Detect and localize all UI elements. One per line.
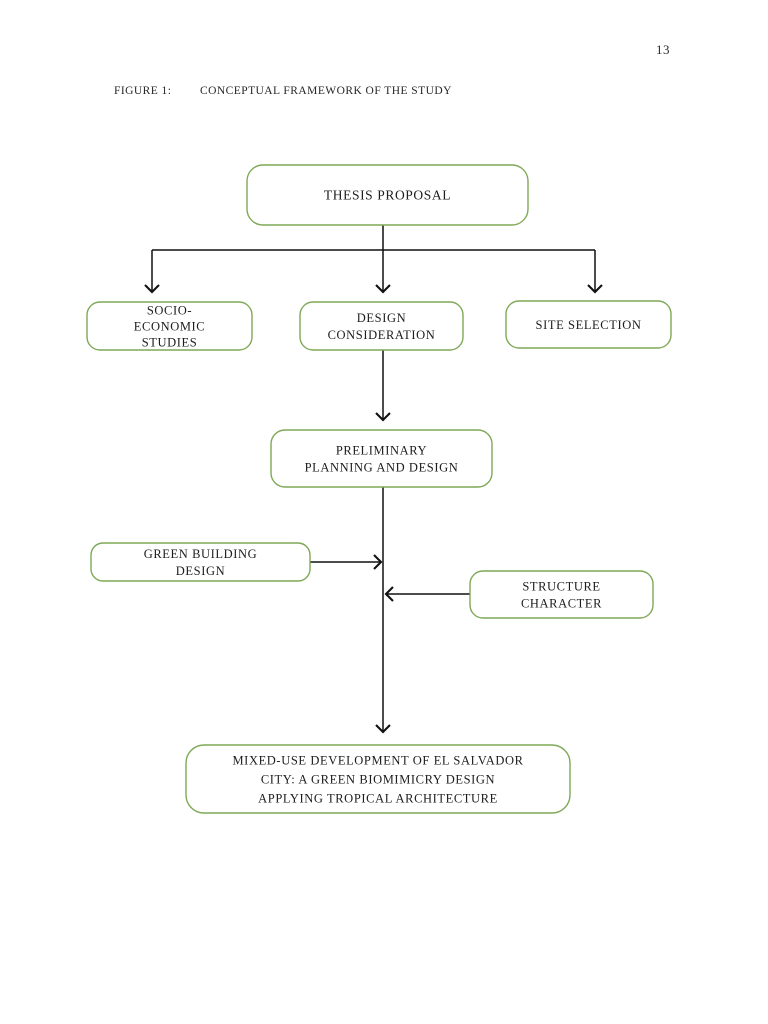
connector-branch-to-socio xyxy=(144,250,160,294)
node-box[interactable] xyxy=(270,429,493,488)
node-label: MIXED-USE DEVELOPMENT OF EL SALVADOR xyxy=(232,753,523,767)
arrow-head-icon xyxy=(587,284,603,294)
arrow-head-icon xyxy=(375,412,391,422)
node-box[interactable] xyxy=(185,744,571,814)
connector-branch-to-design xyxy=(375,250,391,294)
arrow-head-icon xyxy=(375,724,391,734)
node-box[interactable] xyxy=(86,301,253,351)
arrow-head-icon xyxy=(375,284,391,294)
arrow-head-icon xyxy=(384,586,394,602)
node-label: THESIS PROPOSAL xyxy=(324,188,451,203)
node-mixed-use-development[interactable]: MIXED-USE DEVELOPMENT OF EL SALVADOR CITY… xyxy=(185,744,571,814)
node-label: STRUCTURE xyxy=(522,579,600,593)
node-site-selection[interactable]: SITE SELECTION xyxy=(505,300,672,349)
node-label: DESIGN xyxy=(176,564,225,578)
node-label: CONSIDERATION xyxy=(328,328,436,342)
node-label: CITY: A GREEN BIOMIMICRY DESIGN xyxy=(261,772,495,786)
node-label: GREEN BUILDING xyxy=(144,547,258,561)
connector-layer xyxy=(144,225,603,734)
connector-structure-character-to-trunk xyxy=(384,586,470,602)
arrow-head-icon xyxy=(144,284,160,294)
connector-design-to-preliminary xyxy=(375,350,391,422)
node-preliminary-planning-and-design[interactable]: PRELIMINARY PLANNING AND DESIGN xyxy=(270,429,493,488)
node-label: SITE SELECTION xyxy=(536,318,642,332)
node-green-building-design[interactable]: GREEN BUILDING DESIGN xyxy=(90,542,311,582)
node-label: CHARACTER xyxy=(521,596,602,610)
figure-caption: FIGURE 1: CONCEPTUAL FRAMEWORK OF THE STU… xyxy=(114,85,452,97)
node-box[interactable] xyxy=(469,570,654,619)
node-thesis-proposal[interactable]: THESIS PROPOSAL xyxy=(246,164,529,226)
node-label: APPLYING TROPICAL ARCHITECTURE xyxy=(258,791,498,805)
node-design-consideration[interactable]: DESIGN CONSIDERATION xyxy=(299,301,464,351)
node-socio-economic-studies[interactable]: SOCIO- ECONOMIC STUDIES xyxy=(86,301,253,351)
node-label: PRELIMINARY xyxy=(336,443,427,457)
node-label: DESIGN xyxy=(357,311,406,325)
node-structure-character[interactable]: STRUCTURE CHARACTER xyxy=(469,570,654,619)
figure-caption-title: CONCEPTUAL FRAMEWORK OF THE STUDY xyxy=(200,85,452,97)
node-box[interactable] xyxy=(246,164,529,226)
node-label: STUDIES xyxy=(142,335,198,349)
page-number: 13 xyxy=(656,42,670,57)
node-box[interactable] xyxy=(505,300,672,349)
node-box[interactable] xyxy=(90,542,311,582)
connector-preliminary-to-final xyxy=(375,487,391,734)
connector-branch-to-site xyxy=(587,250,603,294)
node-label: PLANNING AND DESIGN xyxy=(305,460,459,474)
node-label: SOCIO- xyxy=(147,303,192,317)
node-label: ECONOMIC xyxy=(134,319,205,333)
figure-caption-label: FIGURE 1: xyxy=(114,85,172,97)
arrow-head-icon xyxy=(373,554,383,570)
node-box[interactable] xyxy=(299,301,464,351)
connector-green-building-to-trunk xyxy=(310,554,383,570)
node-layer: THESIS PROPOSAL SOCIO- ECONOMIC STUDIES DESI… xyxy=(86,164,672,814)
